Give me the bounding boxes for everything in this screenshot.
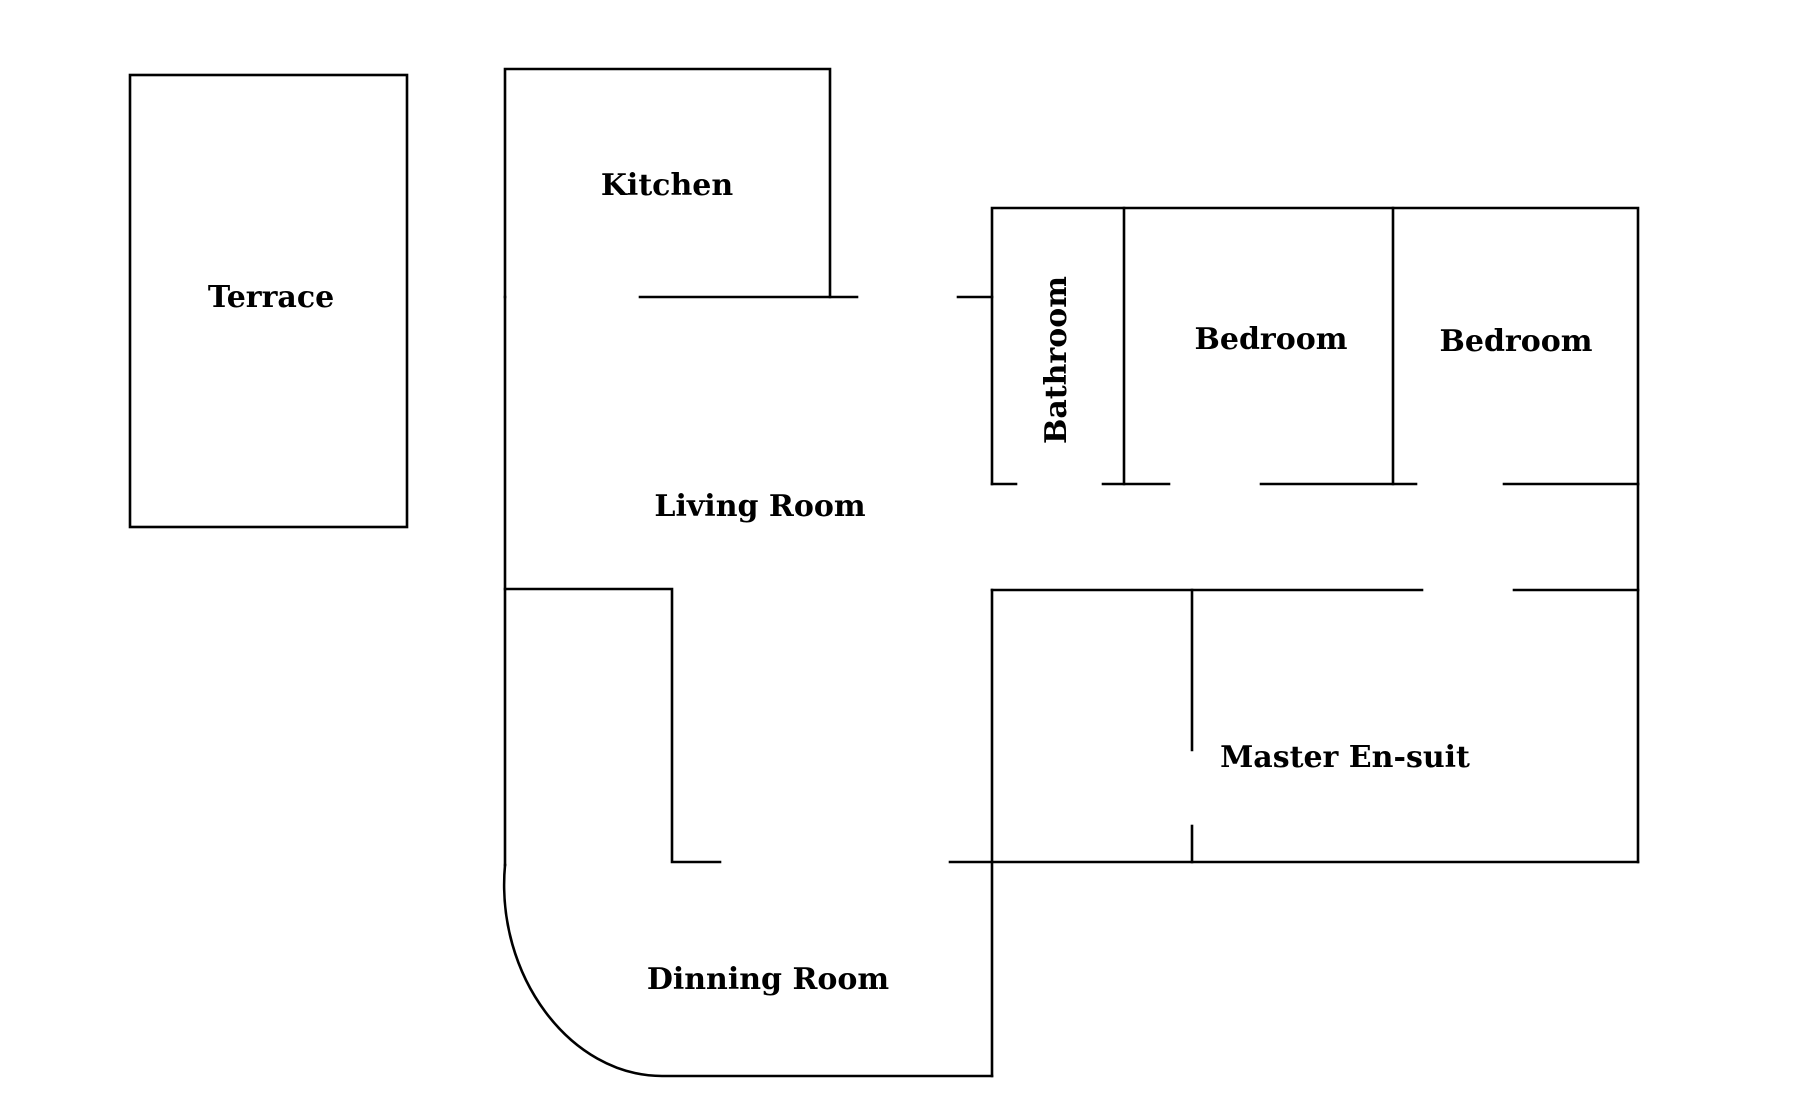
master-ensuite-label: Master En-suit <box>1220 740 1470 775</box>
dining-room-curved-wall <box>502 863 994 1078</box>
terrace-label: Terrace <box>208 280 334 315</box>
kitchen-label: Kitchen <box>601 168 733 203</box>
bathroom-west-wall <box>990 206 1640 486</box>
kitchen-wall <box>503 67 832 299</box>
bedroom-label: Bedroom <box>1195 322 1348 357</box>
bedroom-label: Bedroom <box>1440 324 1593 359</box>
dining-room-label: Dinning Room <box>647 962 890 997</box>
alcove-wall <box>503 587 722 867</box>
terrace-outline <box>128 73 409 529</box>
bathroom-label: Bathroom <box>1039 276 1074 444</box>
living-room-label: Living Room <box>654 489 866 524</box>
